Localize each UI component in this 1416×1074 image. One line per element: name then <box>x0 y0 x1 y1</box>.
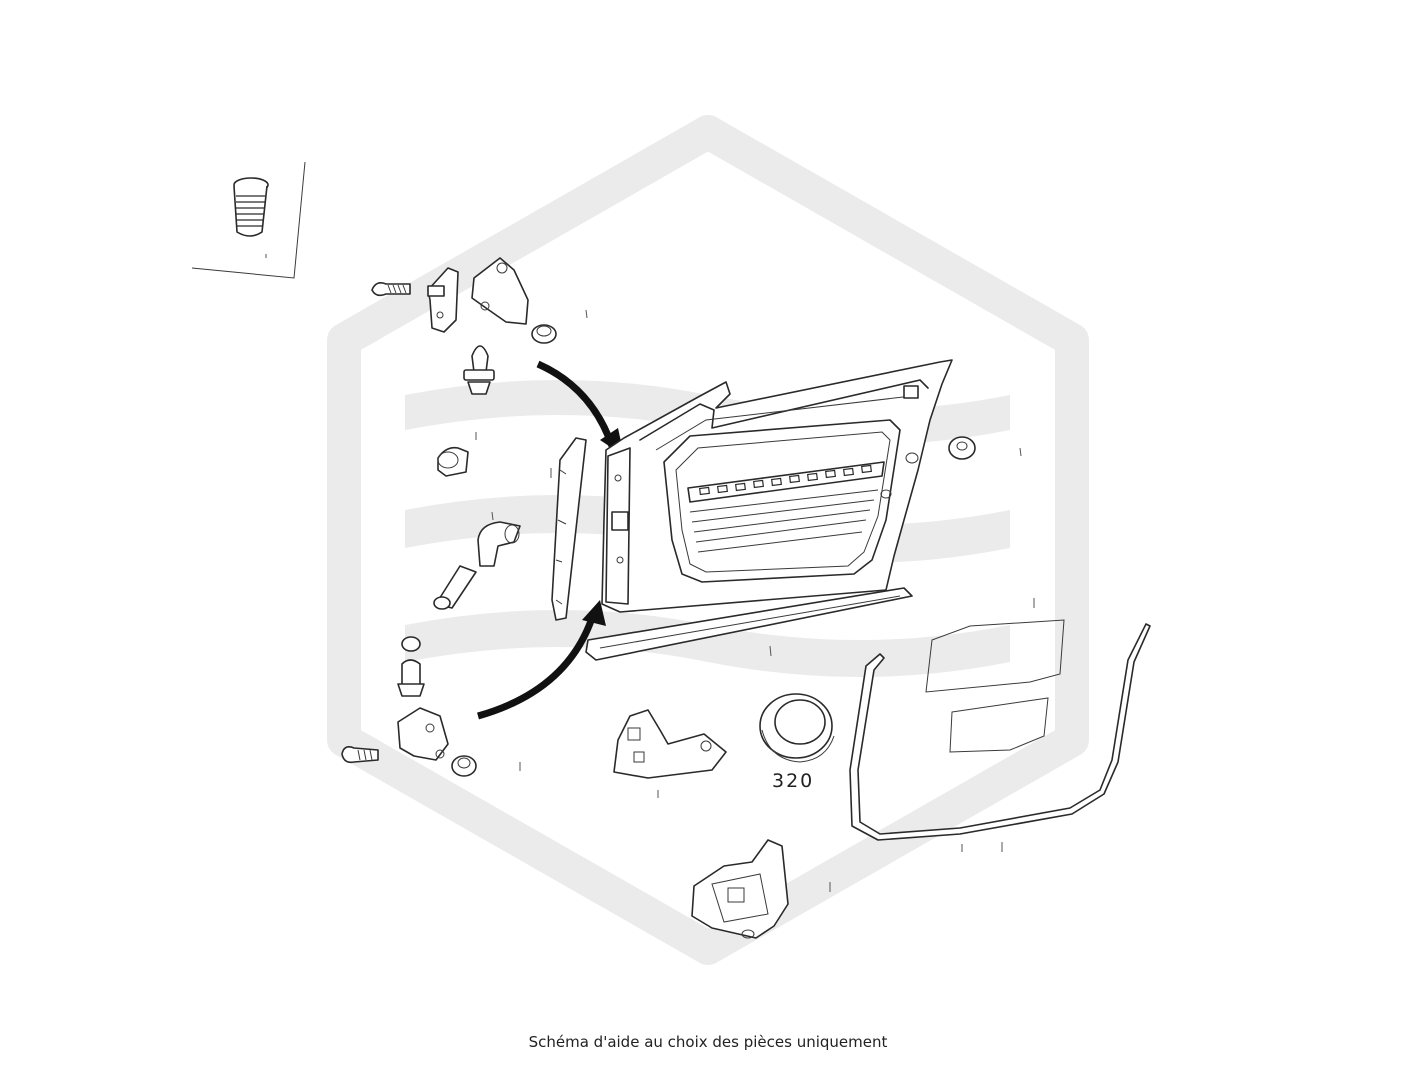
interior-panel-module <box>691 839 831 939</box>
door-lock-bracket <box>613 709 727 798</box>
hinge-pillar-trim <box>550 437 587 621</box>
upper-hinge-assembly <box>371 257 588 477</box>
part-number-label: 320 <box>772 770 814 792</box>
door-check-strap <box>433 511 521 610</box>
diagram-caption: Schéma d'aide au choix des pièces unique… <box>528 1033 888 1051</box>
lower-hinge-assembly <box>341 636 521 777</box>
door-grommet <box>948 436 1022 460</box>
door-weatherstrip-seal <box>849 623 1151 852</box>
window-glass-panels <box>925 598 1065 753</box>
door-shell <box>601 359 953 613</box>
rubber-boot-ring <box>759 693 835 763</box>
inset-plug-detail <box>191 161 306 279</box>
door-sill-strip <box>585 587 913 661</box>
